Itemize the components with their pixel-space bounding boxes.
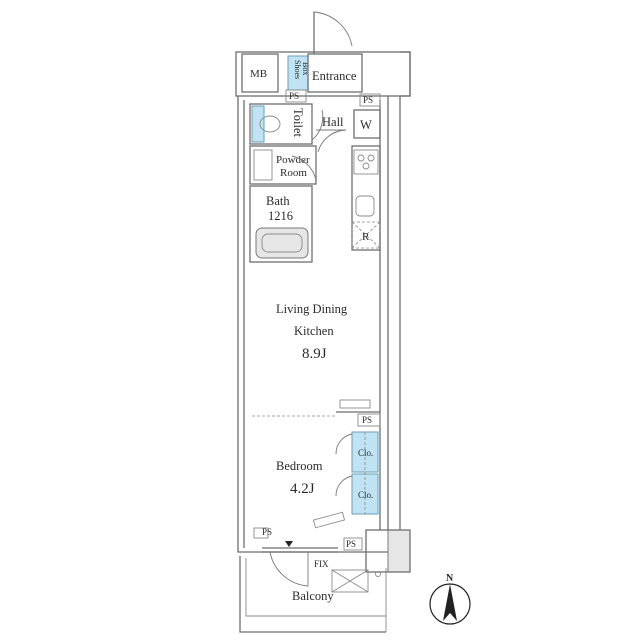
front-door [313, 11, 353, 54]
closet-label-upper: Clo. [358, 448, 373, 458]
bath-label-2: 1216 [268, 209, 293, 223]
ps-label-top-right: PS [363, 95, 373, 105]
powder-room-label-2: Room [280, 167, 307, 179]
entrance-label: Entrance [312, 69, 357, 83]
refrigerator-label: R [362, 231, 370, 243]
toilet-room: Toilet [249, 103, 324, 145]
ldk-label-2: Kitchen [294, 324, 334, 338]
ps-label-bedroom: PS [362, 415, 372, 425]
toilet-label: Toilet [291, 108, 305, 138]
fix-label: FIX [314, 559, 329, 569]
hall-label: Hall [322, 115, 344, 129]
balcony: Balcony [239, 556, 387, 633]
bedroom: Bedroom 4.2J [276, 459, 346, 529]
closet-label-lower: Clo. [358, 490, 373, 500]
powder-room-label-1: Powder [276, 154, 310, 166]
ps-label-top-left: PS [289, 91, 299, 101]
ldk-label-1: Living Dining [276, 302, 348, 316]
wash-basin [253, 149, 273, 181]
ldk-room: Living Dining Kitchen 8.9J [276, 302, 348, 362]
bedroom-label: Bedroom [276, 459, 323, 473]
mb-room: MB [241, 53, 279, 93]
bath-room: Bath 1216 [249, 185, 313, 263]
kitchen-counter: R [351, 145, 381, 251]
partition [252, 399, 380, 417]
compass: N [429, 573, 471, 625]
balcony-label: Balcony [292, 589, 334, 603]
hall: Hall [316, 115, 347, 153]
washer: W [353, 109, 381, 139]
ps-label-bottom-right: PS [346, 539, 356, 549]
refrigerator-space [351, 221, 381, 249]
balcony-door: FIX [262, 541, 338, 587]
bath-label-1: Bath [266, 194, 290, 208]
ps-boxes: PS PS PS PS PS [253, 89, 381, 551]
bathtub [255, 227, 309, 259]
compass-north-label: N [446, 573, 454, 584]
closets: Clo. Clo. [335, 431, 379, 515]
bedroom-size: 4.2J [290, 481, 315, 497]
shoes-box: Shoes Box [287, 55, 310, 91]
shoes-box-label-2: Box [301, 62, 310, 75]
powder-room: Powder Room [249, 145, 317, 185]
washer-label: W [360, 118, 372, 132]
entrance: Entrance [307, 11, 363, 93]
aircon-unit [331, 569, 369, 593]
door-marker-icon [285, 541, 293, 547]
ps-label-bottom-left: PS [262, 527, 272, 537]
sink-icon [355, 195, 375, 217]
outer-walls [235, 51, 411, 573]
north-arrow-icon [443, 584, 457, 621]
shoes-box-label-1: Shoes [293, 60, 302, 79]
toilet-bowl [259, 115, 281, 133]
mb-label: MB [250, 68, 267, 80]
stove-icon [353, 149, 379, 175]
ldk-size: 8.9J [302, 346, 327, 362]
